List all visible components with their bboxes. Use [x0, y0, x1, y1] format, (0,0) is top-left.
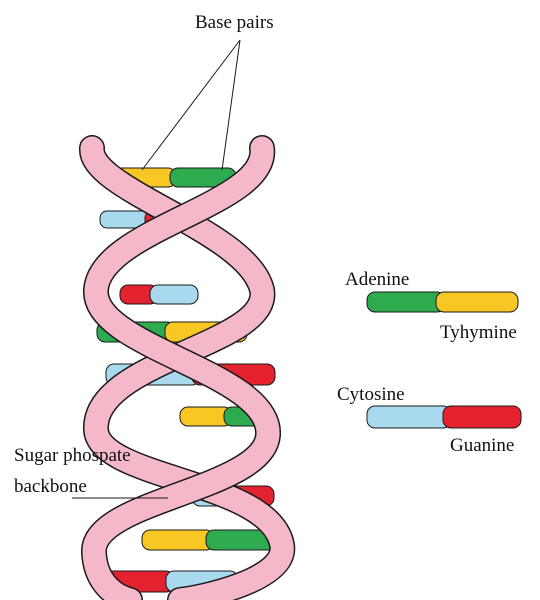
legend-thymine-label: Tyhymine [440, 322, 517, 343]
thymine-base [142, 530, 214, 550]
legend-cytosine-guanine: Cytosine Guanine [337, 384, 521, 456]
cytosine-base [150, 285, 198, 304]
legend-adenine-swatch [367, 292, 445, 312]
legend-cytosine-swatch [367, 406, 451, 428]
legend-adenine-thymine: Adenine Tyhymine [345, 269, 518, 343]
legend-guanine-swatch [443, 406, 521, 428]
backbone-label-line2: backbone [14, 476, 87, 497]
backbone-label-line1: Sugar phospate [14, 445, 131, 466]
legend-guanine-label: Guanine [450, 435, 514, 456]
base-pair [120, 285, 198, 304]
legend-adenine-label: Adenine [345, 269, 409, 290]
legend-cytosine-label: Cytosine [337, 384, 405, 405]
base-pairs-label: Base pairs [195, 12, 274, 33]
legend-thymine-swatch [436, 292, 518, 312]
pointer-line [142, 40, 240, 170]
